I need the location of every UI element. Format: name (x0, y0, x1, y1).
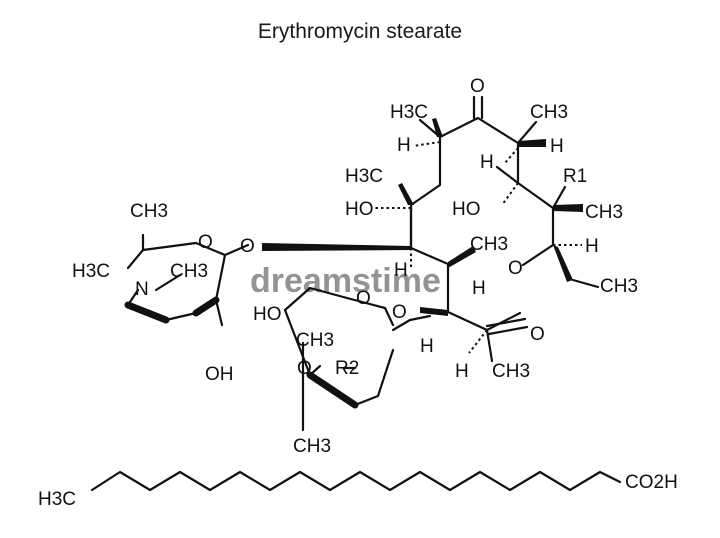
label-r2: R2 (335, 358, 359, 379)
label-ch3-c2: CH3 (492, 361, 530, 382)
label-h3c-mid: H3C (345, 166, 383, 187)
label-ch3-n: CH3 (170, 261, 208, 282)
wedge-c9 (518, 139, 546, 147)
label-r1: R1 (563, 166, 587, 187)
label-ch3-sugar2: CH3 (296, 330, 334, 351)
wedge-c10 (432, 118, 443, 137)
hash-c9 (504, 147, 519, 164)
label-n: N (135, 279, 149, 300)
wedge-c13 (553, 245, 573, 282)
label-ch3-top: CH3 (530, 102, 568, 123)
label-h-c8: H (472, 278, 486, 299)
label-ho-c6: HO (345, 199, 374, 220)
watermark: dreamstime (250, 262, 441, 300)
hash-c2 (468, 329, 488, 354)
label-h3c-chain: H3C (38, 489, 76, 510)
label-o-carbonyl: O (470, 76, 485, 97)
glycosidic-bond (262, 243, 411, 251)
label-h3c-top: H3C (390, 102, 428, 123)
label-ho-sugar2: HO (253, 304, 282, 325)
label-h-c13: H (585, 236, 599, 257)
label-ch3-c8: CH3 (470, 234, 508, 255)
wedge-c3 (420, 307, 448, 316)
label-o-r2: O (297, 358, 312, 379)
label-o-glyco: O (240, 236, 255, 257)
label-h3c-n: H3C (72, 261, 110, 282)
label-ch3-ethyl: CH3 (600, 276, 638, 297)
label-h-top-left: H (397, 135, 411, 156)
wedge-c6 (398, 183, 414, 205)
hash-c11-oh (501, 182, 519, 206)
label-o-lactone: O (530, 324, 545, 345)
label-ho-c11: HO (452, 199, 481, 220)
label-o-sugar1: O (198, 232, 213, 253)
label-ch3-sugar-top: CH3 (130, 201, 168, 222)
cladinose-ring (283, 286, 432, 432)
label-ch3-c12: CH3 (585, 202, 623, 223)
label-h-c2: H (455, 361, 469, 382)
wedge-c12 (553, 204, 583, 212)
macrolactone-ring (409, 95, 567, 363)
desosamine-ring (124, 233, 250, 327)
label-o-sugar2: O (356, 288, 371, 309)
wedge-c8 (448, 246, 476, 268)
label-co2h: CO2H (625, 472, 678, 493)
ethyl-bond (571, 278, 600, 289)
label-o-ring: O (508, 258, 523, 279)
label-h-top-right: H (550, 136, 564, 157)
page-title: Erythromycin stearate (257, 20, 463, 43)
label-o-glyco2: O (392, 302, 407, 323)
label-h-c11: H (480, 152, 494, 173)
stearate-chain (90, 470, 622, 492)
label-h-c3: H (420, 336, 434, 357)
label-h-c6: H (394, 260, 408, 281)
label-oh-sugar1: OH (205, 364, 234, 385)
hash-c10 (412, 141, 441, 147)
label-ch3-sugar2-bottom: CH3 (293, 436, 331, 457)
